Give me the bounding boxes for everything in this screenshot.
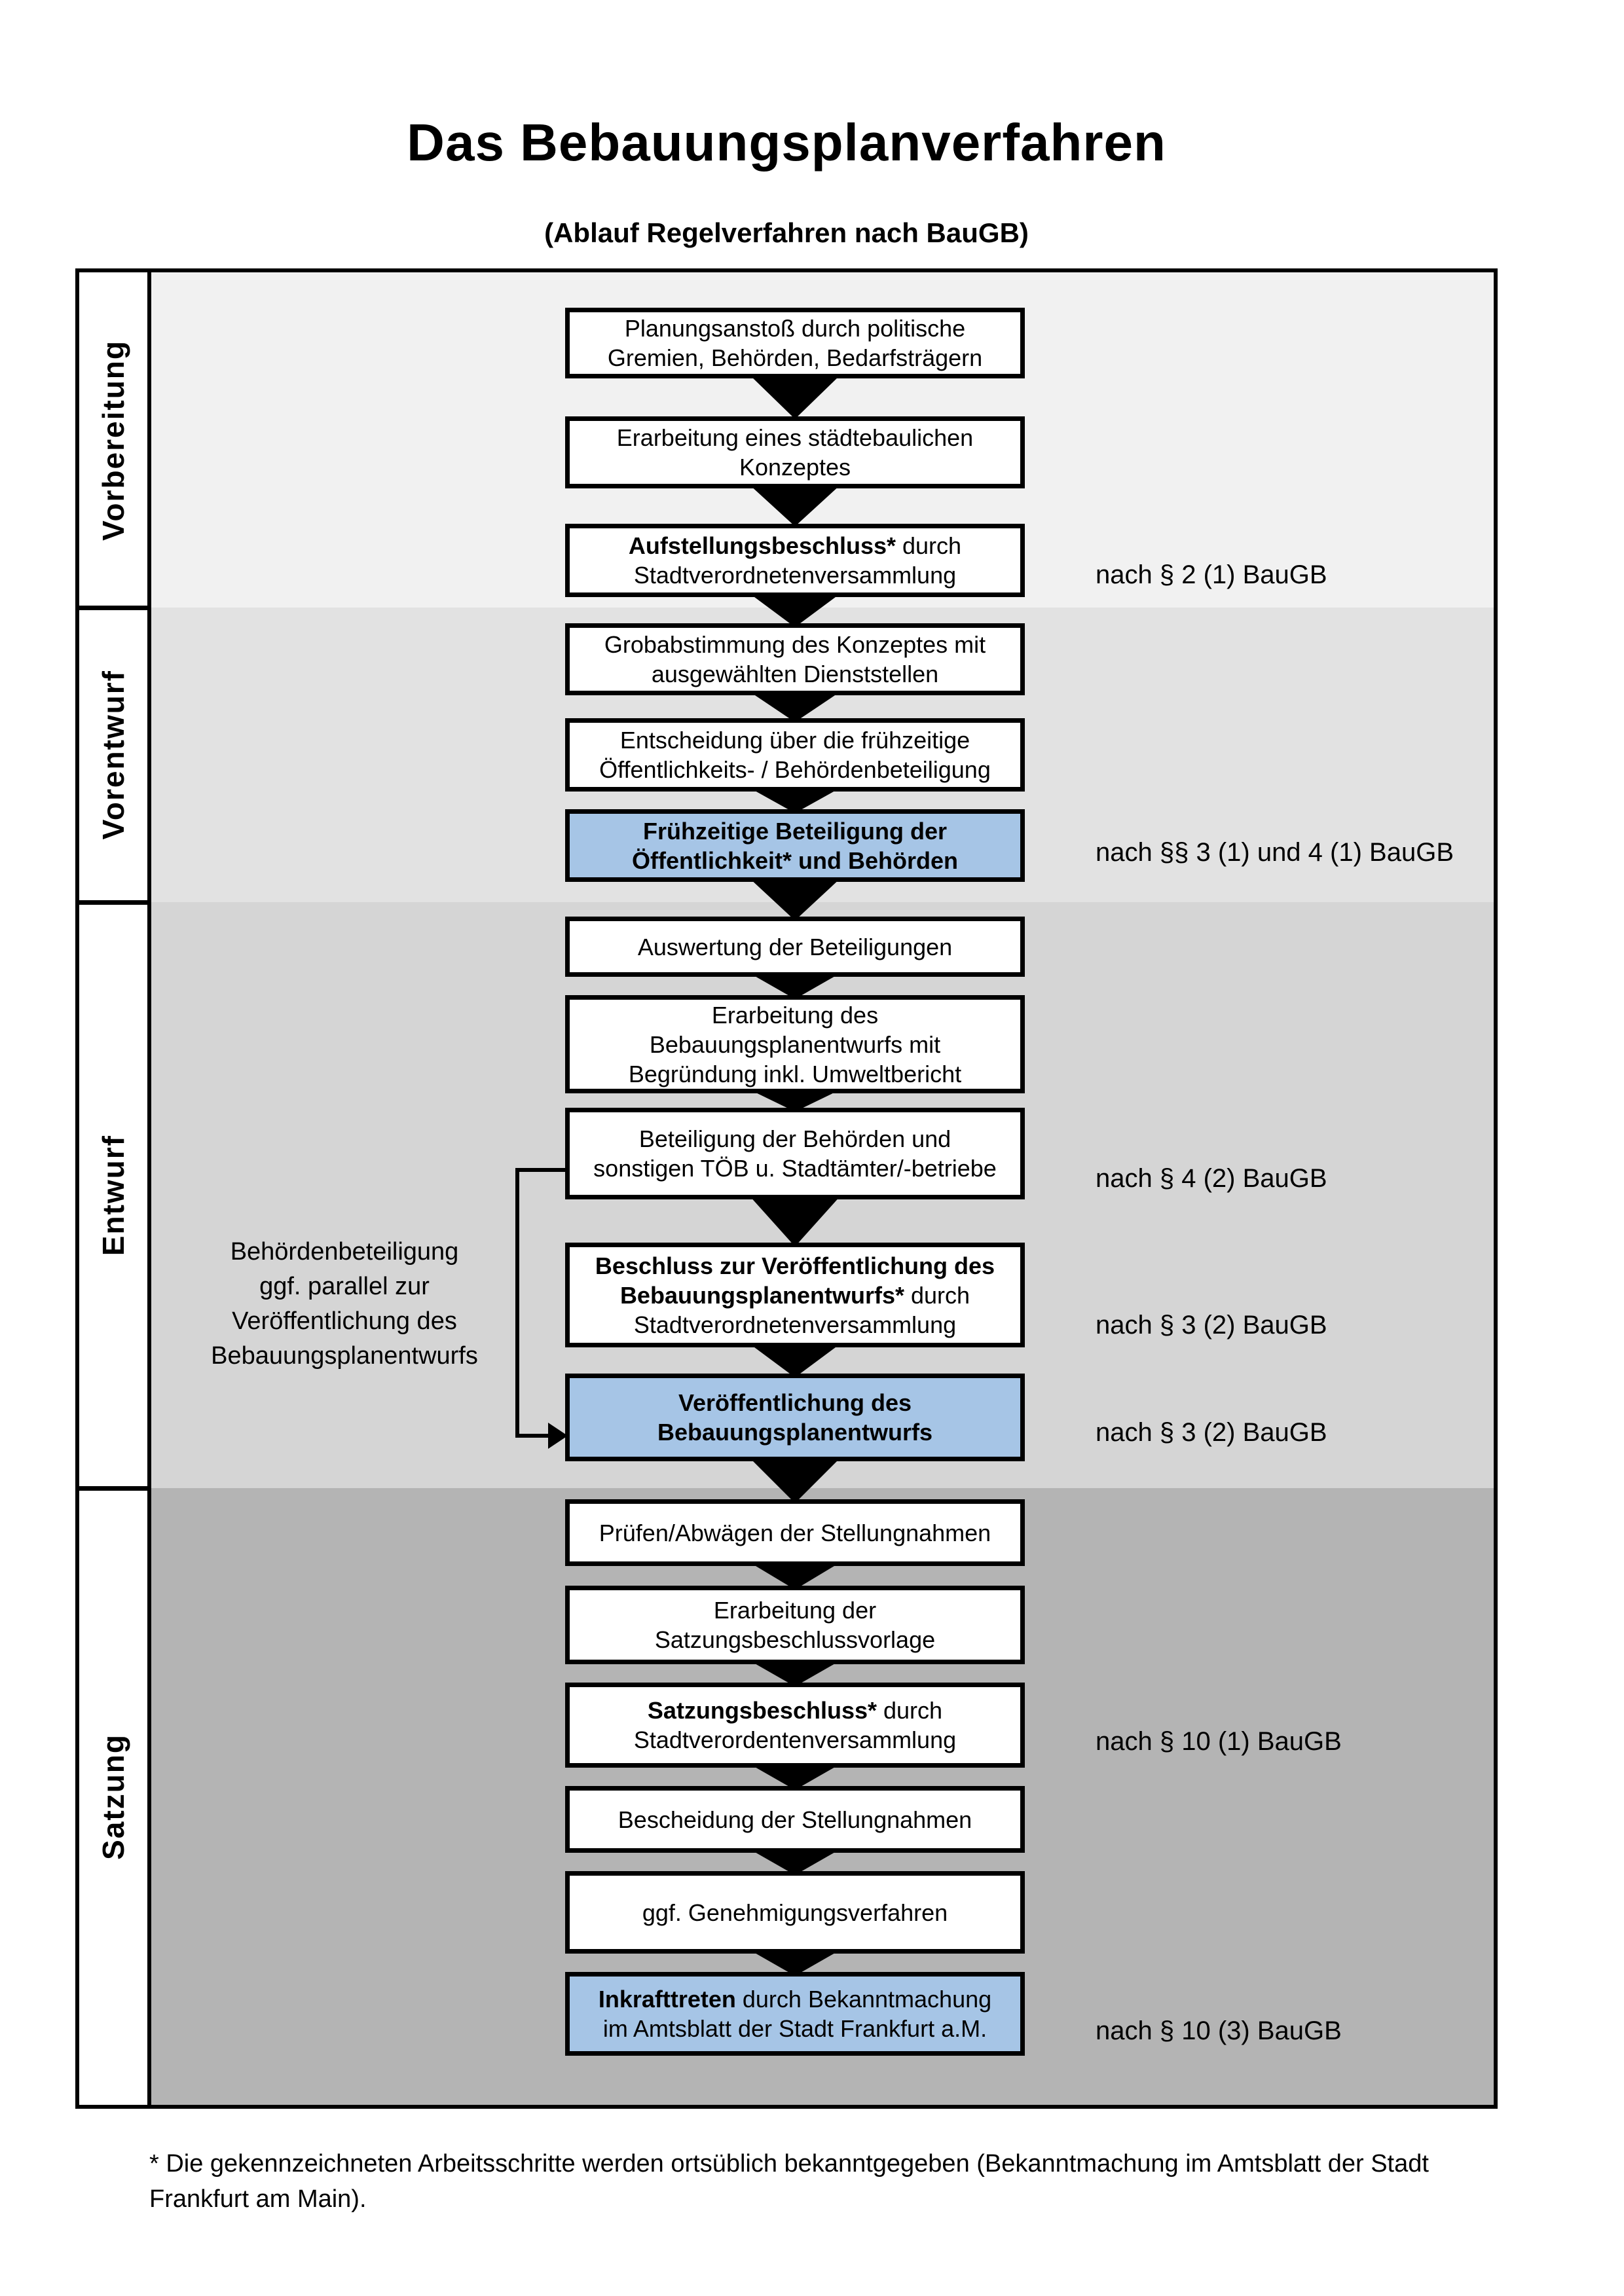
connector-line <box>515 1168 566 1172</box>
side-note: Behördenbeteiligung ggf. parallel zur Ve… <box>177 1235 511 1374</box>
flow-box-genehmigungsverfahren: ggf. Genehmigungsverfahren <box>565 1871 1025 1954</box>
legal-reference: nach §§ 3 (1) und 4 (1) BauGB <box>1096 838 1454 867</box>
phase-label-satzung: Satzung <box>79 1488 147 2105</box>
phase-divider <box>79 606 147 610</box>
side-note-line: ggf. parallel zur <box>259 1273 430 1300</box>
legal-reference: nach § 10 (3) BauGB <box>1096 2016 1342 2045</box>
phase-label-text: Vorentwurf <box>96 670 130 840</box>
phase-label-entwurf: Entwurf <box>79 902 147 1488</box>
footnote-line: Frankfurt am Main). <box>149 2185 367 2213</box>
page-subtitle: (Ablauf Regelverfahren nach BauGB) <box>544 217 1029 248</box>
flow-box-pruefen-abwaegen: Prüfen/Abwägen der Stellungnahmen <box>565 1499 1025 1566</box>
phase-label-vorbereitung: Vorbereitung <box>79 272 147 608</box>
side-note-line: Veröffentlichung des <box>232 1307 457 1335</box>
page-title: Das Bebauungsplanverfahren <box>407 113 1166 172</box>
phase-divider <box>79 900 147 905</box>
legal-reference: nach § 3 (2) BauGB <box>1096 1311 1327 1339</box>
legal-reference: nach § 2 (1) BauGB <box>1096 560 1327 589</box>
side-note-line: Behördenbeteiligung <box>230 1238 459 1266</box>
flow-box-bescheidung-stellungnahmen: Bescheidung der Stellungnahmen <box>565 1786 1025 1853</box>
phase-label-vorentwurf: Vorentwurf <box>79 608 147 902</box>
legal-reference: nach § 10 (1) BauGB <box>1096 1727 1342 1756</box>
phase-label-text: Entwurf <box>96 1134 130 1256</box>
legal-reference: nach § 4 (2) BauGB <box>1096 1164 1327 1193</box>
footnote: * Die gekennzeichneten Arbeitsschritte w… <box>149 2146 1538 2217</box>
phase-label-text: Satzung <box>96 1733 130 1860</box>
side-note-line: Bebauungsplanentwurfs <box>211 1342 478 1370</box>
flow-frame: Vorbereitung Vorentwurf Entwurf Satzung … <box>75 268 1498 2109</box>
footnote-line: * Die gekennzeichneten Arbeitsschritte w… <box>149 2150 1429 2178</box>
connector-line <box>515 1168 519 1438</box>
phase-divider <box>79 1486 147 1491</box>
connector-line <box>515 1434 551 1438</box>
flow-box-auswertung-beteiligungen: Auswertung der Beteiligungen <box>565 917 1025 977</box>
phase-rail: Vorbereitung Vorentwurf Entwurf Satzung <box>79 272 151 2105</box>
phase-label-text: Vorbereitung <box>96 339 130 541</box>
legal-reference: nach § 3 (2) BauGB <box>1096 1418 1327 1447</box>
